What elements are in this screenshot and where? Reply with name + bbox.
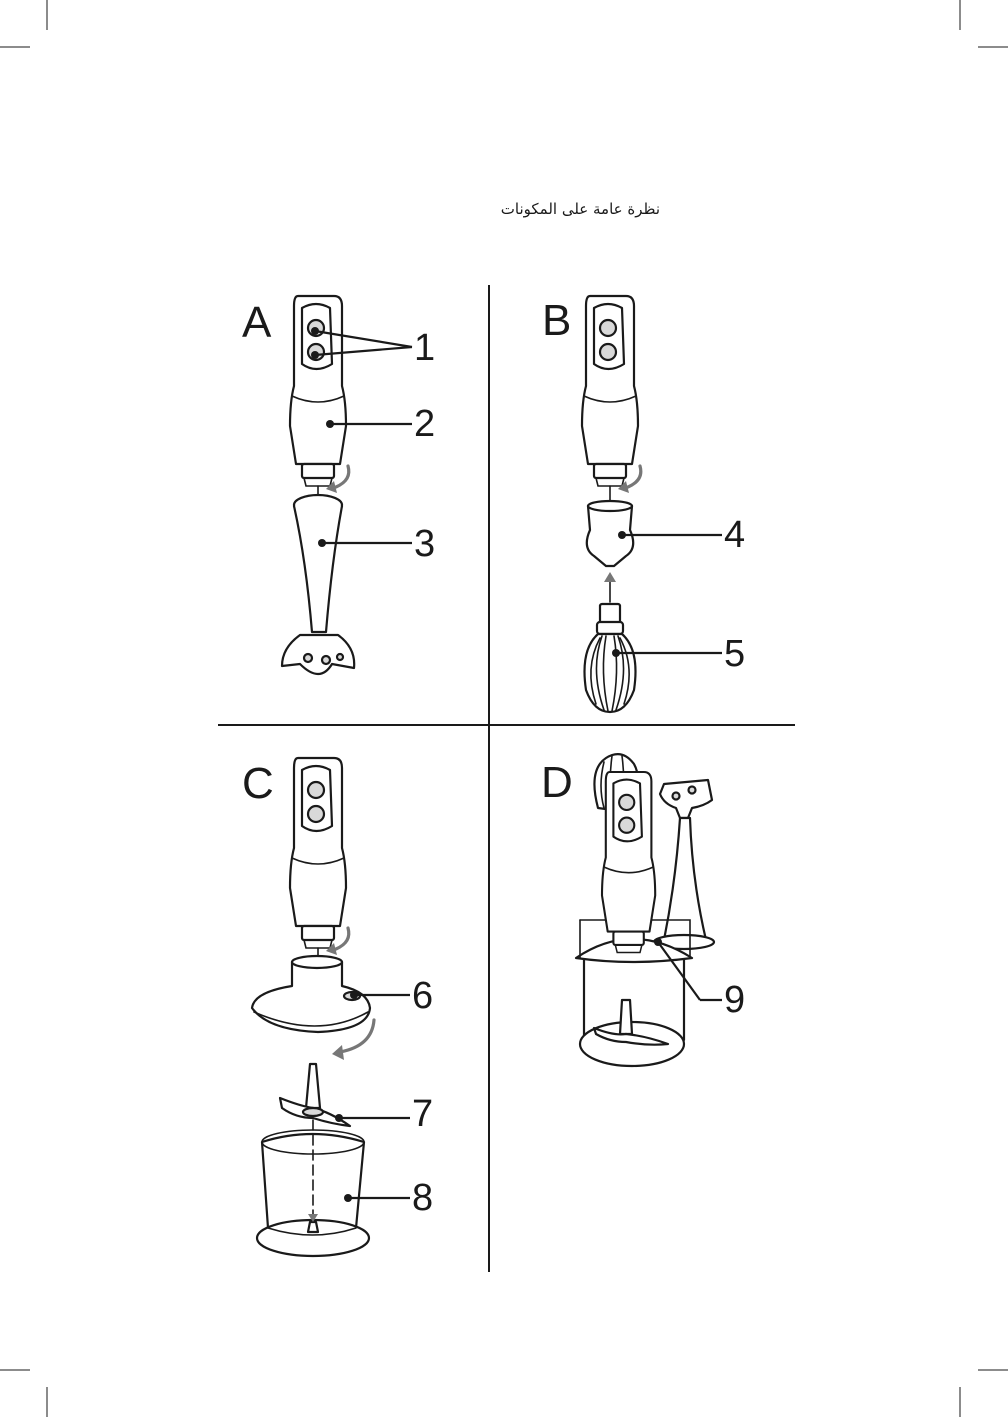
hand-blender-motor-unit [602, 772, 655, 953]
callout-4: 4 [724, 514, 745, 556]
panel-b: B 4 [542, 296, 745, 712]
rotate-arrow-icon [336, 466, 349, 487]
panel-a-letter: A [242, 298, 272, 347]
panel-c: C [242, 758, 433, 1256]
hand-blender-motor-unit [582, 296, 638, 486]
rotate-arrow-icon [336, 928, 349, 949]
whisk-adapter [587, 501, 633, 566]
callout-7: 7 [412, 1093, 433, 1135]
panel-c-letter: C [242, 759, 274, 808]
hand-blender-motor-unit [290, 758, 346, 948]
callout-6: 6 [412, 975, 433, 1017]
chopper-bowl [257, 1130, 369, 1256]
callout-9: 9 [724, 979, 745, 1021]
hand-blender-motor-unit [290, 296, 346, 486]
panel-b-letter: B [542, 296, 571, 345]
callout-2: 2 [414, 403, 435, 445]
panel-d: D [541, 754, 745, 1066]
rotate-arrow-icon [628, 466, 641, 487]
callout-8: 8 [412, 1177, 433, 1219]
blending-shaft [282, 495, 354, 674]
callout-5: 5 [724, 633, 745, 675]
stored-blending-shaft [654, 780, 714, 949]
up-arrow-icon [604, 572, 616, 582]
callout-1: 1 [414, 327, 435, 369]
panel-d-letter: D [541, 758, 573, 807]
callout-3: 3 [414, 523, 435, 565]
panel-a: A 1 2 3 [242, 296, 435, 674]
whisk [585, 604, 636, 712]
